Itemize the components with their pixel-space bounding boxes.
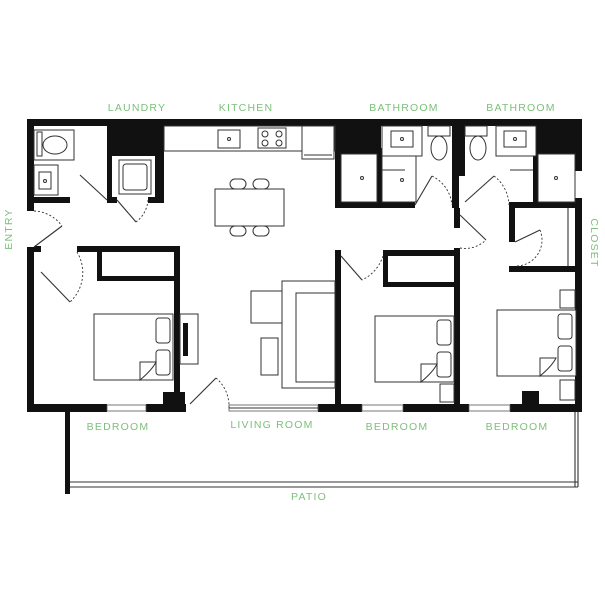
label-laundry: LAUNDRY [108,102,166,114]
bathroom-1-fixtures [340,125,451,203]
doors [33,174,569,409]
label-bathroom-1: BATHROOM [369,102,439,114]
label-closet: CLOSET [588,218,600,267]
label-bathroom-2: BATHROOM [486,102,556,114]
label-patio: PATIO [291,491,327,503]
living-room-fixtures [250,280,336,389]
label-bedroom-2: BEDROOM [366,421,429,433]
patio-outline [65,408,579,494]
laundry-fixtures [33,129,152,196]
label-living-room: LIVING ROOM [230,419,313,431]
label-entry: ENTRY [3,208,15,249]
bathroom-2-fixtures [464,125,576,203]
label-kitchen: KITCHEN [219,102,274,114]
label-bedroom-3: BEDROOM [486,421,549,433]
room-labels: LAUNDRY KITCHEN BATHROOM BATHROOM ENTRY … [3,102,600,503]
windows [106,404,511,412]
bedroom-1-fixtures [93,313,199,382]
bedroom-2-fixtures [374,315,455,403]
label-bedroom-1: BEDROOM [87,421,150,433]
kitchen-fixtures [163,125,336,237]
interior-walls [34,126,582,412]
bedroom-3-fixtures [496,289,577,401]
